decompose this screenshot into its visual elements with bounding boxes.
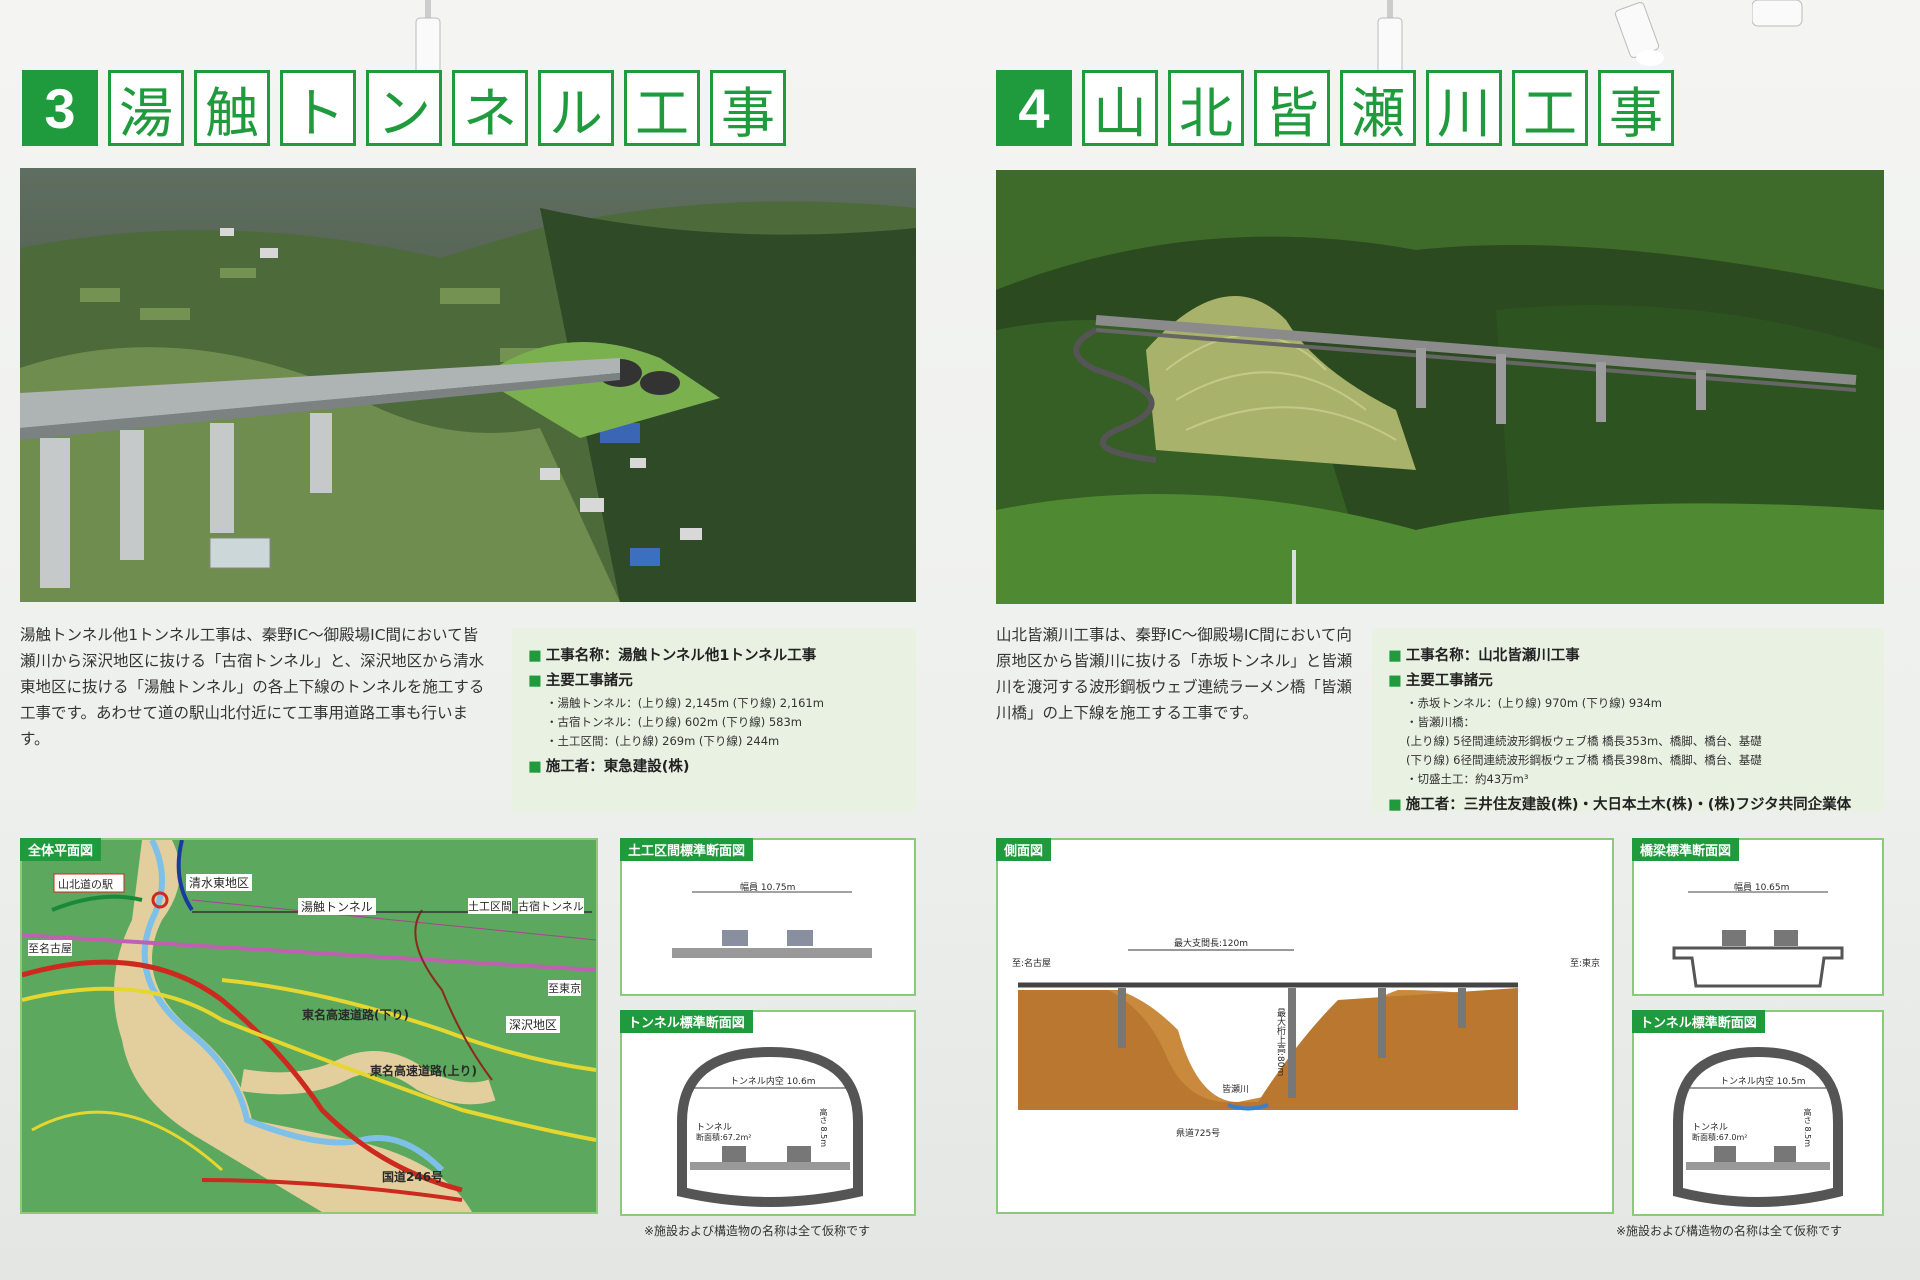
right-description: 山北皆瀬川工事は、秦野IC〜御殿場IC間において向原地区から皆瀬川に抜ける「赤坂… [996, 626, 1353, 722]
aerial-photo-tunnel [20, 168, 916, 602]
footnote-left: ※施設および構造物の名称は全て仮称です [644, 1224, 871, 1238]
map-label-to-nagoya: 至名古屋 [28, 940, 72, 956]
section-title-left: 3 湯 触 ト ン ネ ル 工 事 [22, 70, 786, 146]
spec-item: ・皆瀬川橋： [1406, 715, 1475, 729]
tunnel-area: 断面積:67.2m² [696, 1133, 752, 1142]
spec-item: ・湯触トンネル：(上り線) 2,145m (下り線) 2,161m [546, 696, 824, 710]
section-width: 幅員 10.75m [740, 883, 796, 893]
tunnel-height: 高さ 8.5m [819, 1108, 828, 1148]
panel-label: 橋梁標準断面図 [1632, 838, 1740, 861]
panel-label: 土工区間標準断面図 [620, 838, 754, 861]
title-char: 山 [1082, 70, 1158, 146]
overall-plan-map: 全体平面図 山北道の駅 清水東地区 湯触トンネル 土工区間 古宿トンネル 至名古… [20, 838, 598, 1214]
left-spec-box: 工事名称：湯触トンネル他1トンネル工事 主要工事諸元 ・湯触トンネル：(上り線)… [512, 628, 916, 812]
tunnel-area-title: トンネル [1692, 1123, 1728, 1133]
panel-label: トンネル標準断面図 [620, 1010, 753, 1033]
map-label-station: 山北道の駅 [58, 878, 113, 891]
spec-main-label: 主要工事諸元 [1388, 669, 1868, 690]
tunnel-section-panel-right: トンネル標準断面図 トンネル内空 10.5m トンネル 断面積:67.0m² 高… [1632, 1010, 1884, 1216]
map-label-doko: 土工区間 [468, 898, 512, 914]
spec-project-name: 工事名称：湯触トンネル他1トンネル工事 [528, 644, 900, 665]
tunnel-area: 断面積:67.0m² [1692, 1133, 1748, 1142]
spec-item: ・切盛土工：約43万m³ [1406, 772, 1529, 786]
title-char: 工 [624, 70, 700, 146]
spec-project-name: 工事名称：山北皆瀬川工事 [1388, 644, 1868, 665]
title-char: 皆 [1254, 70, 1330, 146]
title-char: ン [366, 70, 442, 146]
aerial-photo-bridge [996, 170, 1884, 604]
map-label-tomei-up: 東名高速道路(上り) [370, 1064, 477, 1078]
section-title-right: 4 山 北 皆 瀬 川 工 事 [996, 70, 1674, 146]
side-span: 最大支間長:120m [1174, 939, 1248, 949]
title-char: 瀬 [1340, 70, 1416, 146]
title-char: ト [280, 70, 356, 146]
section-number: 3 [22, 70, 98, 146]
tunnel-section-panel-left: トンネル標準断面図 トンネル内空 10.6m トンネル 断面積:67.2m² 高… [620, 1010, 916, 1216]
earthwork-section-panel: 土工区間標準断面図 幅員 10.75m [620, 838, 916, 996]
side-pref-road: 県道725号 [1176, 1129, 1221, 1139]
spec-contractor: 施工者：三井住友建設(株)・大日本土木(株)・(株)フジタ共同企業体 [1388, 793, 1868, 814]
footnote-right: ※施設および構造物の名称は全て仮称です [1616, 1224, 1843, 1238]
map-label-yufure: 湯触トンネル [298, 898, 376, 915]
spec-item: (下り線) 6径間連続波形鋼板ウェブ橋 橋長398m、橋脚、橋台、基礎 [1406, 753, 1762, 767]
spec-item: ・赤坂トンネル：(上り線) 970m (下り線) 934m [1406, 696, 1662, 710]
tunnel-inner-width: トンネル内空 10.6m [730, 1077, 816, 1087]
spec-main-label: 主要工事諸元 [528, 669, 900, 690]
left-description: 湯触トンネル他1トンネル工事は、秦野IC〜御殿場IC間において皆瀬川から深沢地区… [20, 626, 485, 748]
title-char: 工 [1512, 70, 1588, 146]
spec-contractor: 施工者：東急建設(株) [528, 755, 900, 776]
map-label-furuyado: 古宿トンネル [518, 898, 584, 914]
title-char: 川 [1426, 70, 1502, 146]
title-char: 事 [710, 70, 786, 146]
section-width: 幅員 10.65m [1734, 883, 1790, 893]
map-label-route246: 国道246号 [382, 1170, 444, 1184]
title-char: ネ [452, 70, 528, 146]
map-label-tomei-down: 東名高速道路(下り) [302, 1008, 409, 1022]
title-char: 触 [194, 70, 270, 146]
title-char: 事 [1598, 70, 1674, 146]
side-height: 最大桁上高:80m [1275, 1008, 1285, 1077]
panel-label: 側面図 [996, 838, 1052, 861]
panel-label: トンネル標準断面図 [1632, 1010, 1765, 1033]
spec-item: ・土工区間：(上り線) 269m (下り線) 244m [546, 734, 780, 748]
map-label: 全体平面図 [20, 838, 102, 861]
bridge-section-panel: 橋梁標準断面図 幅員 10.65m [1632, 838, 1884, 996]
map-label-shimizu: 清水東地区 [186, 874, 253, 891]
title-char: 湯 [108, 70, 184, 146]
spec-item: (上り線) 5径間連続波形鋼板ウェブ橋 橋長353m、橋脚、橋台、基礎 [1406, 734, 1762, 748]
spotlight-icon [1752, 0, 1803, 27]
tunnel-inner-width: トンネル内空 10.5m [1720, 1077, 1806, 1087]
tunnel-area-title: トンネル [696, 1123, 732, 1133]
title-char: ル [538, 70, 614, 146]
right-spec-box: 工事名称：山北皆瀬川工事 主要工事諸元 ・赤坂トンネル：(上り線) 970m (… [1372, 628, 1884, 814]
section-number: 4 [996, 70, 1072, 146]
spec-item: ・古宿トンネル：(上り線) 602m (下り線) 583m [546, 715, 802, 729]
side-river: 皆瀬川 [1222, 1085, 1250, 1095]
side-to-nagoya: 至:名古屋 [1012, 959, 1052, 969]
spotlight-icon [1614, 2, 1664, 66]
tunnel-height: 高さ 8.5m [1803, 1108, 1812, 1148]
side-elevation-panel: 側面図 最大支間長:120m 至:名古屋 至:東京 皆瀬川 最大桁上高:80m … [996, 838, 1614, 1214]
title-char: 北 [1168, 70, 1244, 146]
map-label-fukasawa: 深沢地区 [506, 1016, 561, 1033]
side-to-tokyo: 至:東京 [1570, 959, 1601, 969]
map-label-to-tokyo: 至東京 [548, 980, 581, 996]
